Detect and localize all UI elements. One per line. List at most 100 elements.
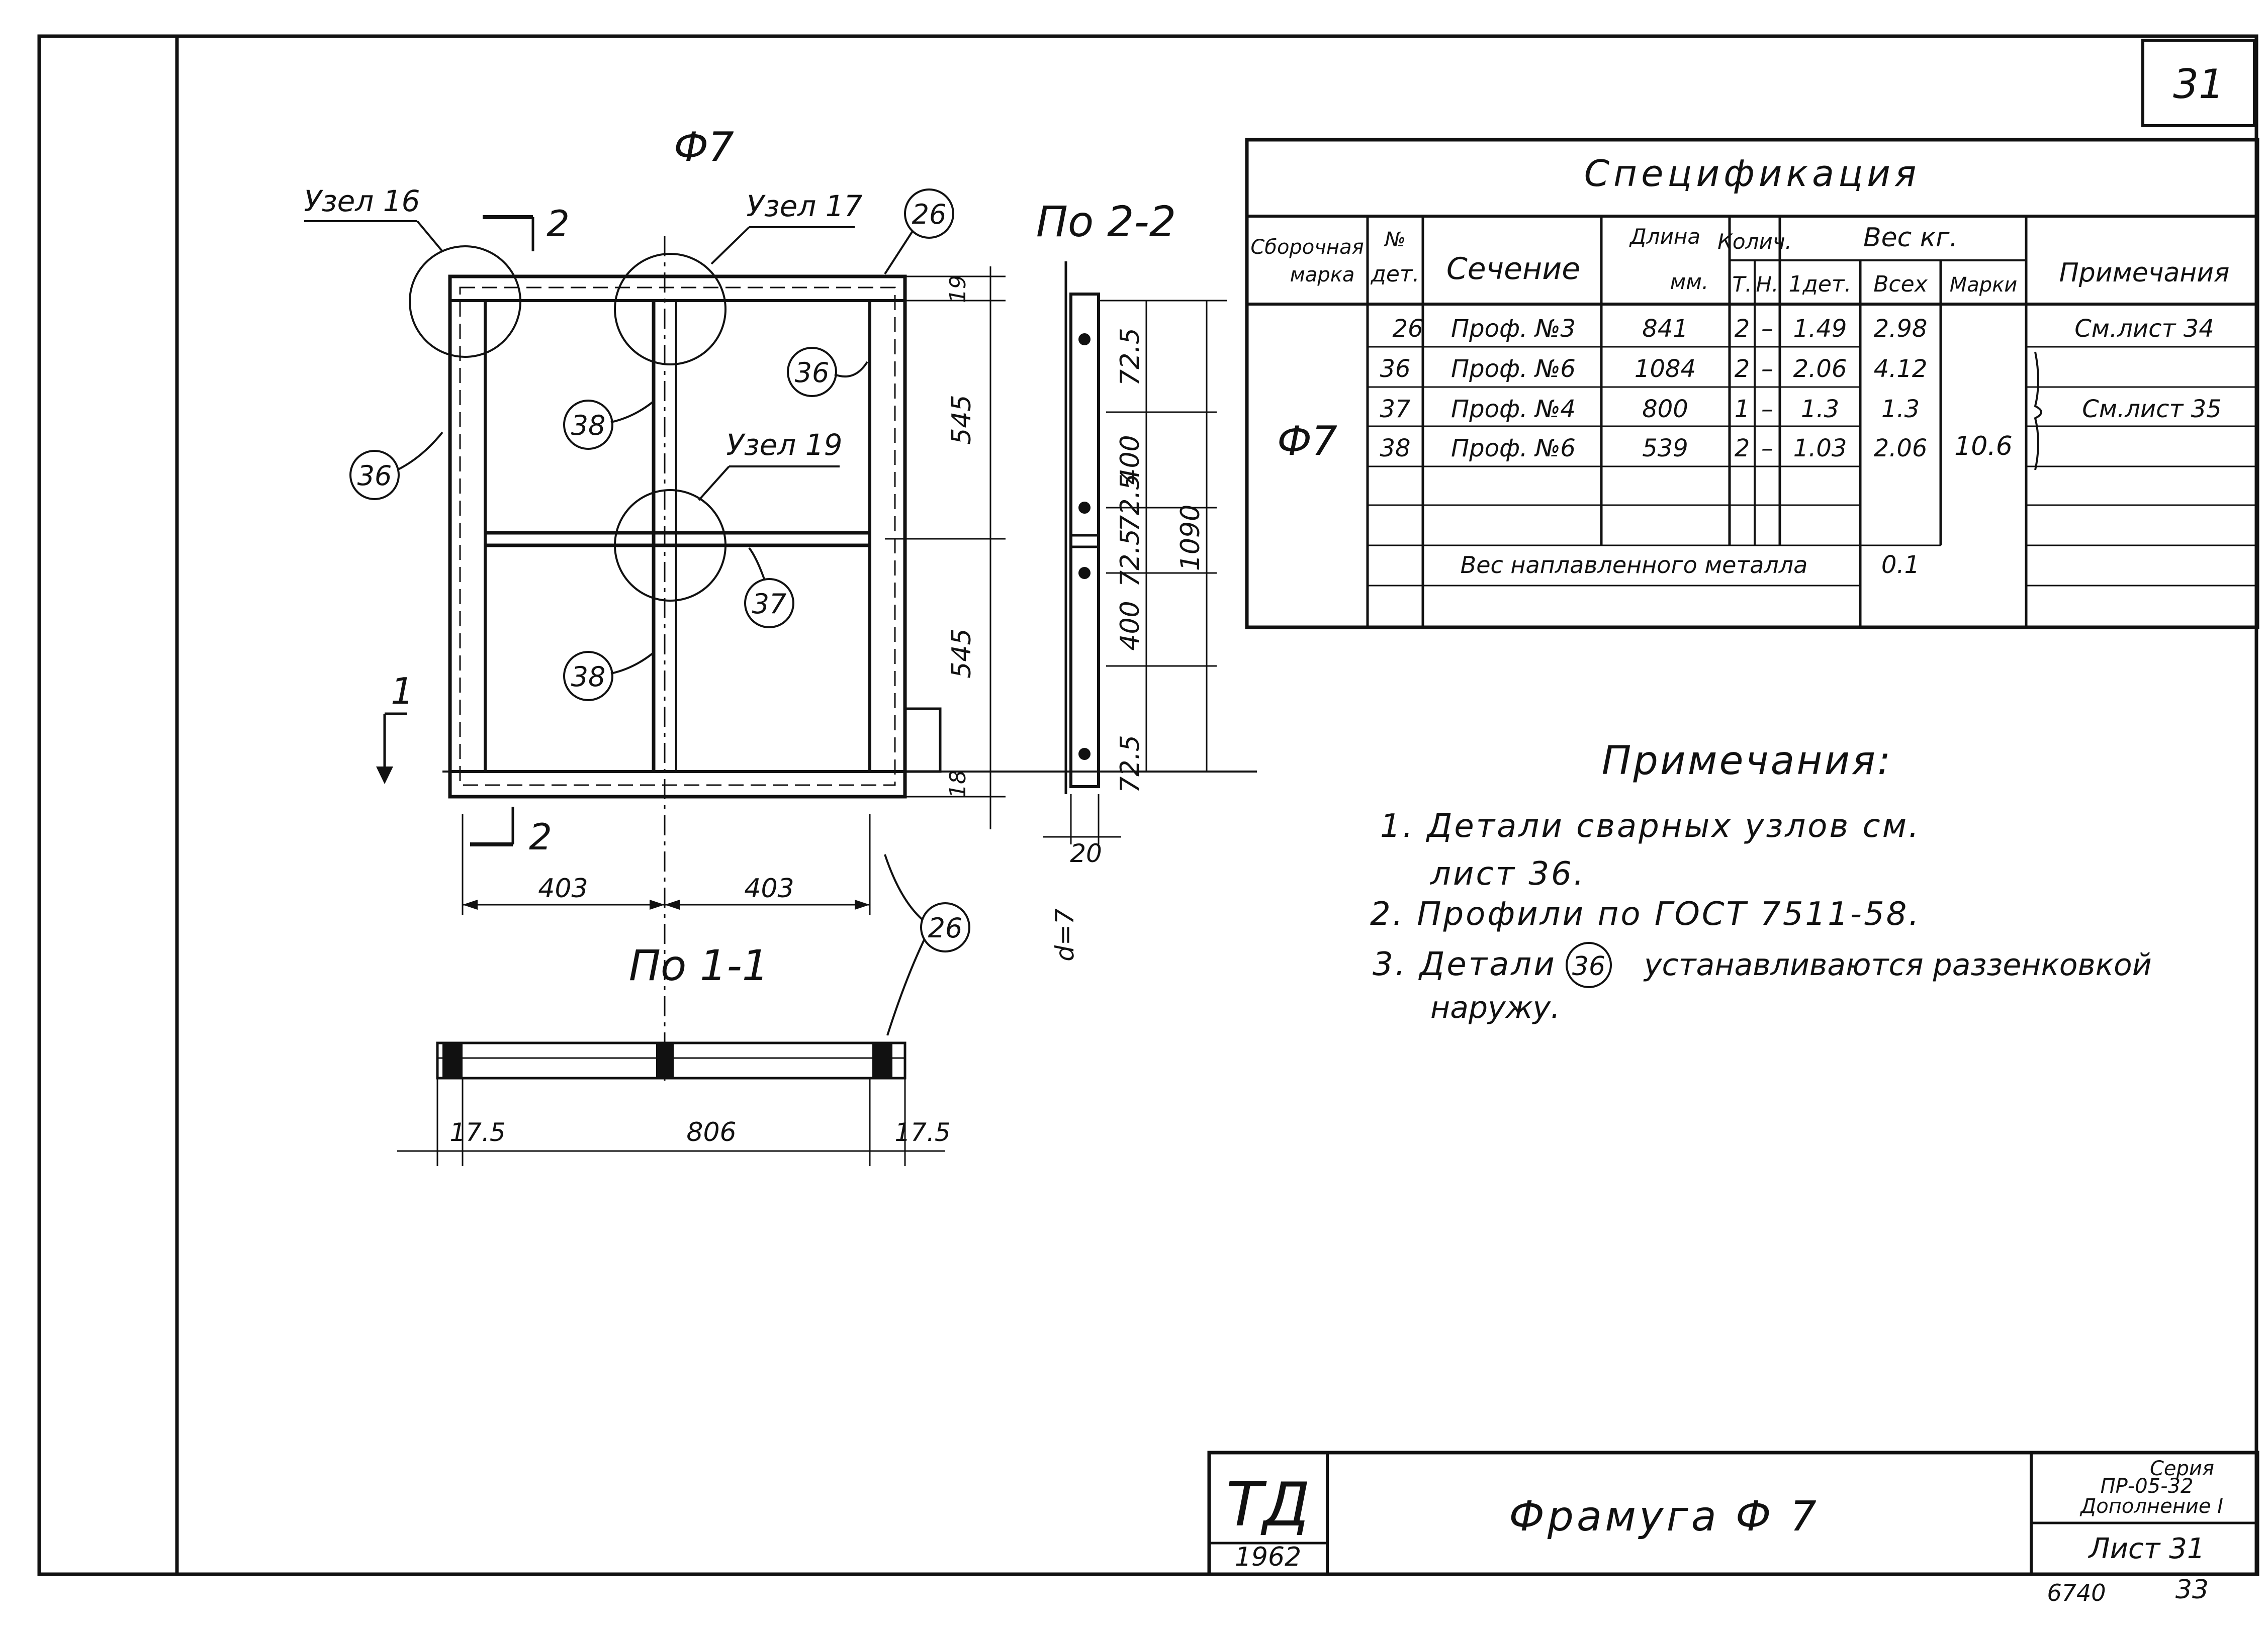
spec-header-qty-t: Т. [1732, 272, 1752, 297]
spec-row-1-n: – [1761, 315, 1773, 343]
side-dim-thickness: d=7 [1050, 908, 1079, 962]
spec-header-w-all: Всех [1873, 271, 1928, 297]
spec-row-2-all: 4.12 [1874, 355, 1928, 383]
dim-edge-bottom: 18 [945, 770, 971, 798]
side-view [1043, 261, 1227, 844]
side-dim-725-a: 72.5 [1115, 328, 1145, 386]
spec-assembly-mark: Ф7 [1277, 418, 1337, 464]
spec-row-2-length: 1084 [1635, 355, 1696, 383]
spec-row-2-no: 36 [1380, 355, 1410, 383]
spec-row-2-t: 2 [1735, 355, 1750, 383]
side-dim-total: 1090 [1175, 505, 1206, 571]
spec-title: Спецификация [1584, 152, 1921, 195]
spec-weld-label: Вес наплавленного металла [1461, 551, 1808, 579]
title-supplement: Дополнение I [2079, 1495, 2223, 1518]
dim-edge-top: 19 [945, 275, 971, 303]
side-dim-725-d: 72.5 [1115, 735, 1145, 793]
dim-width-right: 403 [744, 874, 794, 904]
spec-header-length-2: мм. [1670, 269, 1709, 294]
callout-36-left [349, 431, 443, 500]
spec-header-part-1: № [1384, 228, 1406, 251]
callout-26-top [884, 188, 954, 275]
note-3b: устанавливаются раззенковкой [1643, 947, 2152, 983]
spec-header-qty-n: Н. [1756, 272, 1779, 297]
spec-row-4-section: Проф. №6 [1451, 434, 1576, 462]
side-dim-725-b: 72.5 [1115, 473, 1145, 532]
side-dim-400-a: 400 [1115, 435, 1145, 485]
callout-38-top-label: 38 [571, 410, 606, 441]
title-block [1207, 1451, 2259, 1576]
title-series-label: Серия [2150, 1457, 2214, 1480]
note-3-callout-circle [1566, 942, 1612, 988]
spec-header-part-2: дет. [1370, 261, 1419, 287]
spec-weld-value: 0.1 [1881, 551, 1920, 579]
spec-row-3-t: 1 [1735, 395, 1750, 423]
title-logo: ТД [1226, 1470, 1310, 1540]
side-dim-width: 20 [1070, 839, 1102, 868]
spec-row-4-n: – [1761, 434, 1773, 462]
callout-36-right [787, 347, 868, 397]
spec-header-note: Примечания [2059, 258, 2230, 288]
callout-37-label: 37 [752, 588, 787, 620]
spec-row-1-t: 2 [1735, 315, 1750, 343]
spec-row-3-n: – [1761, 395, 1773, 423]
plan-dim-edge-right: 17.5 [894, 1118, 950, 1147]
dim-height-top: 545 [947, 395, 977, 444]
spec-row-3-section: Проф. №4 [1451, 395, 1576, 423]
spec-row-4-length: 539 [1642, 434, 1688, 462]
spec-mark-weight: 10.6 [1954, 431, 2013, 461]
note-1a: 1. Детали сварных узлов см. [1380, 808, 1921, 845]
spec-row-1-note: См.лист 34 [2074, 315, 2214, 343]
note-3a: 3. Детали [1373, 946, 1557, 983]
spec-header-section: Сечение [1446, 251, 1580, 286]
spec-row-2-n: – [1761, 355, 1773, 383]
side-dim-400-b: 400 [1115, 601, 1145, 650]
spec-row-3-note: См.лист 35 [2082, 395, 2222, 423]
spec-table [1245, 138, 2259, 629]
plan-dim-edge-left: 17.5 [449, 1118, 505, 1147]
spec-row-4-all: 2.06 [1874, 434, 1928, 462]
dim-height-bottom: 545 [947, 628, 977, 678]
dimension-height [885, 266, 1006, 829]
archive-number-b: 33 [2175, 1575, 2209, 1605]
title-sheet-label: Лист 31 [2088, 1533, 2205, 1565]
spec-header-w-mark: Марки [1950, 273, 2018, 297]
spec-row-3-no: 37 [1380, 395, 1411, 423]
spec-header-assembly-2: марка [1290, 263, 1355, 286]
notes-title: Примечания: [1602, 738, 1892, 784]
dimension-width [462, 814, 871, 915]
callout-38-top [563, 400, 654, 450]
section-mark-2-top [483, 215, 534, 251]
callout-36-left-label: 36 [357, 460, 392, 492]
callout-38-bottom-label: 38 [571, 661, 606, 693]
node-label-17: Узел 17 [746, 189, 862, 223]
spec-row-3-length: 800 [1642, 395, 1688, 423]
title-year: 1962 [1235, 1542, 1301, 1572]
spec-header-assembly-1: Сборочная [1250, 236, 1364, 259]
spec-row-2-section: Проф. №6 [1451, 355, 1576, 383]
side-view-title: По 2-2 [1036, 197, 1176, 246]
sheet-frame [37, 34, 2258, 1576]
drawing-title: Ф7 [674, 124, 734, 170]
spec-row-1-all: 2.98 [1874, 315, 1928, 343]
title-name: Фрамуга Ф 7 [1509, 1493, 1820, 1541]
spec-row-1-length: 841 [1642, 315, 1688, 343]
callout-36-right-label: 36 [795, 357, 830, 389]
sheet-number: 31 [2173, 61, 2224, 108]
spec-row-4-no: 38 [1380, 434, 1410, 462]
callout-26-bottom [884, 854, 970, 1036]
note-3c: наружу. [1430, 990, 1560, 1025]
section-mark-2-bottom [470, 807, 514, 846]
callout-37 [744, 547, 794, 628]
callout-38-bottom [563, 651, 654, 701]
spec-row-4-one: 1.03 [1793, 434, 1847, 462]
spec-row-1-section: Проф. №3 [1451, 315, 1576, 343]
dim-width-left: 403 [538, 874, 588, 904]
note-1b: лист 36. [1429, 855, 1586, 893]
spec-row-1-one: 1.49 [1793, 315, 1847, 343]
callout-26-top-label: 26 [912, 199, 947, 230]
spec-row-1-no: 26 [1392, 315, 1423, 343]
spec-row-3-all: 1.3 [1881, 395, 1920, 423]
section-mark-1 [376, 712, 407, 784]
